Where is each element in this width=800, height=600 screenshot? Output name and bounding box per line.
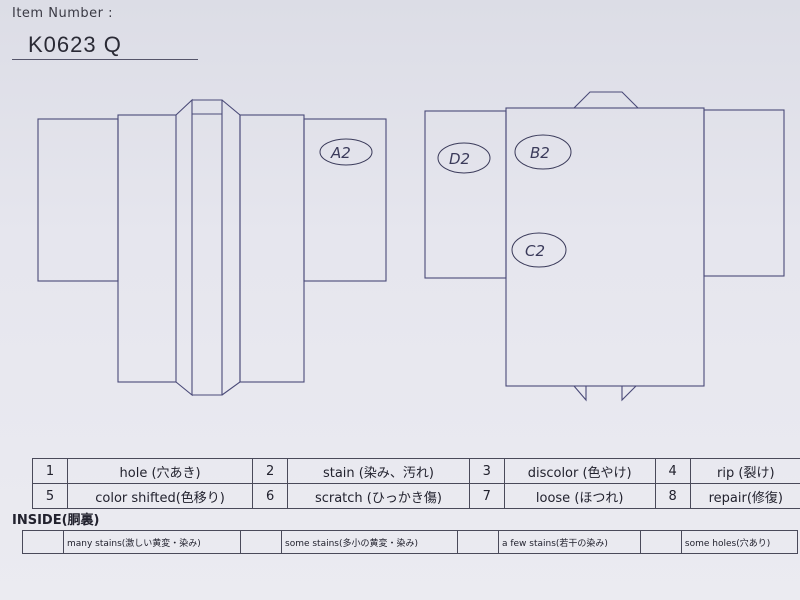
legend-label: stain (染み、汚れ) bbox=[287, 458, 470, 484]
checkbox-cell bbox=[639, 530, 682, 554]
checkbox-cell bbox=[456, 530, 499, 554]
legend-number: 7 bbox=[468, 483, 505, 509]
item-number-value: K0623 Q bbox=[28, 32, 122, 57]
inside-option-label: many stains(激しい黄変・染み) bbox=[63, 530, 241, 554]
front-collar-center bbox=[192, 99, 223, 396]
legend-label: color shifted(色移り) bbox=[66, 483, 254, 509]
svg-text:A2: A2 bbox=[330, 144, 351, 162]
legend-number: 3 bbox=[468, 458, 505, 484]
inside-option-label: a few stains(若干の染み) bbox=[497, 530, 641, 554]
mark-a2: A2 bbox=[319, 138, 373, 166]
inside-condition-table: many stains(激しい黄変・染み) some stains(多小の黄変・… bbox=[22, 530, 799, 554]
legend-label: hole (穴あき) bbox=[66, 458, 254, 484]
back-hem-right-tab bbox=[621, 385, 637, 402]
legend-number: 6 bbox=[252, 483, 289, 509]
front-left-sleeve bbox=[37, 118, 119, 282]
back-view-diagram bbox=[424, 91, 785, 402]
inside-section-label: INSIDE(胴裏) bbox=[12, 513, 100, 528]
item-number-label: Item Number : bbox=[12, 6, 113, 21]
front-left-collar bbox=[175, 98, 193, 397]
svg-text:D2: D2 bbox=[449, 150, 470, 168]
inside-row: many stains(激しい黄変・染み) some stains(多小の黄変・… bbox=[22, 530, 799, 554]
back-right-sleeve bbox=[703, 109, 785, 277]
legend-label: repair(修復) bbox=[689, 483, 800, 509]
svg-text:C2: C2 bbox=[525, 242, 545, 260]
legend-row: 1 hole (穴あき) 2 stain (染み、汚れ) 3 discolor … bbox=[32, 458, 800, 484]
mark-d2: D2 bbox=[437, 142, 491, 174]
legend-number: 4 bbox=[654, 458, 691, 484]
legend-label: rip (裂け) bbox=[689, 458, 800, 484]
back-collar-top bbox=[573, 91, 639, 109]
checkbox-cell bbox=[240, 530, 282, 554]
mark-b2: B2 bbox=[514, 134, 572, 170]
front-right-body bbox=[239, 114, 305, 383]
checkbox-cell bbox=[22, 530, 64, 554]
legend-label: scratch (ひっかき傷) bbox=[287, 483, 470, 509]
front-right-sleeve bbox=[303, 118, 387, 282]
inside-option-label: some stains(多小の黄変・染み) bbox=[281, 530, 458, 554]
legend-label: discolor (色やけ) bbox=[503, 458, 656, 484]
legend-number: 1 bbox=[32, 458, 68, 484]
front-left-body bbox=[117, 114, 177, 383]
back-left-sleeve bbox=[424, 110, 507, 279]
legend-label: loose (ほつれ) bbox=[503, 483, 656, 509]
legend-number: 2 bbox=[252, 458, 289, 484]
item-number-underline bbox=[12, 59, 198, 60]
front-right-collar bbox=[221, 99, 241, 396]
back-hem-left-tab bbox=[573, 385, 587, 402]
inside-option-label: some holes(穴あり) bbox=[680, 530, 799, 554]
damage-legend-table: 1 hole (穴あき) 2 stain (染み、汚れ) 3 discolor … bbox=[32, 458, 800, 509]
legend-row: 5 color shifted(色移り) 6 scratch (ひっかき傷) 7… bbox=[32, 483, 800, 509]
front-view-diagram bbox=[37, 98, 387, 397]
legend-number: 8 bbox=[654, 483, 691, 509]
legend-number: 5 bbox=[32, 483, 68, 509]
svg-text:B2: B2 bbox=[530, 144, 550, 162]
kimono-diagram: A2 D2 B2 C2 bbox=[37, 91, 785, 402]
mark-c2: C2 bbox=[511, 232, 567, 268]
